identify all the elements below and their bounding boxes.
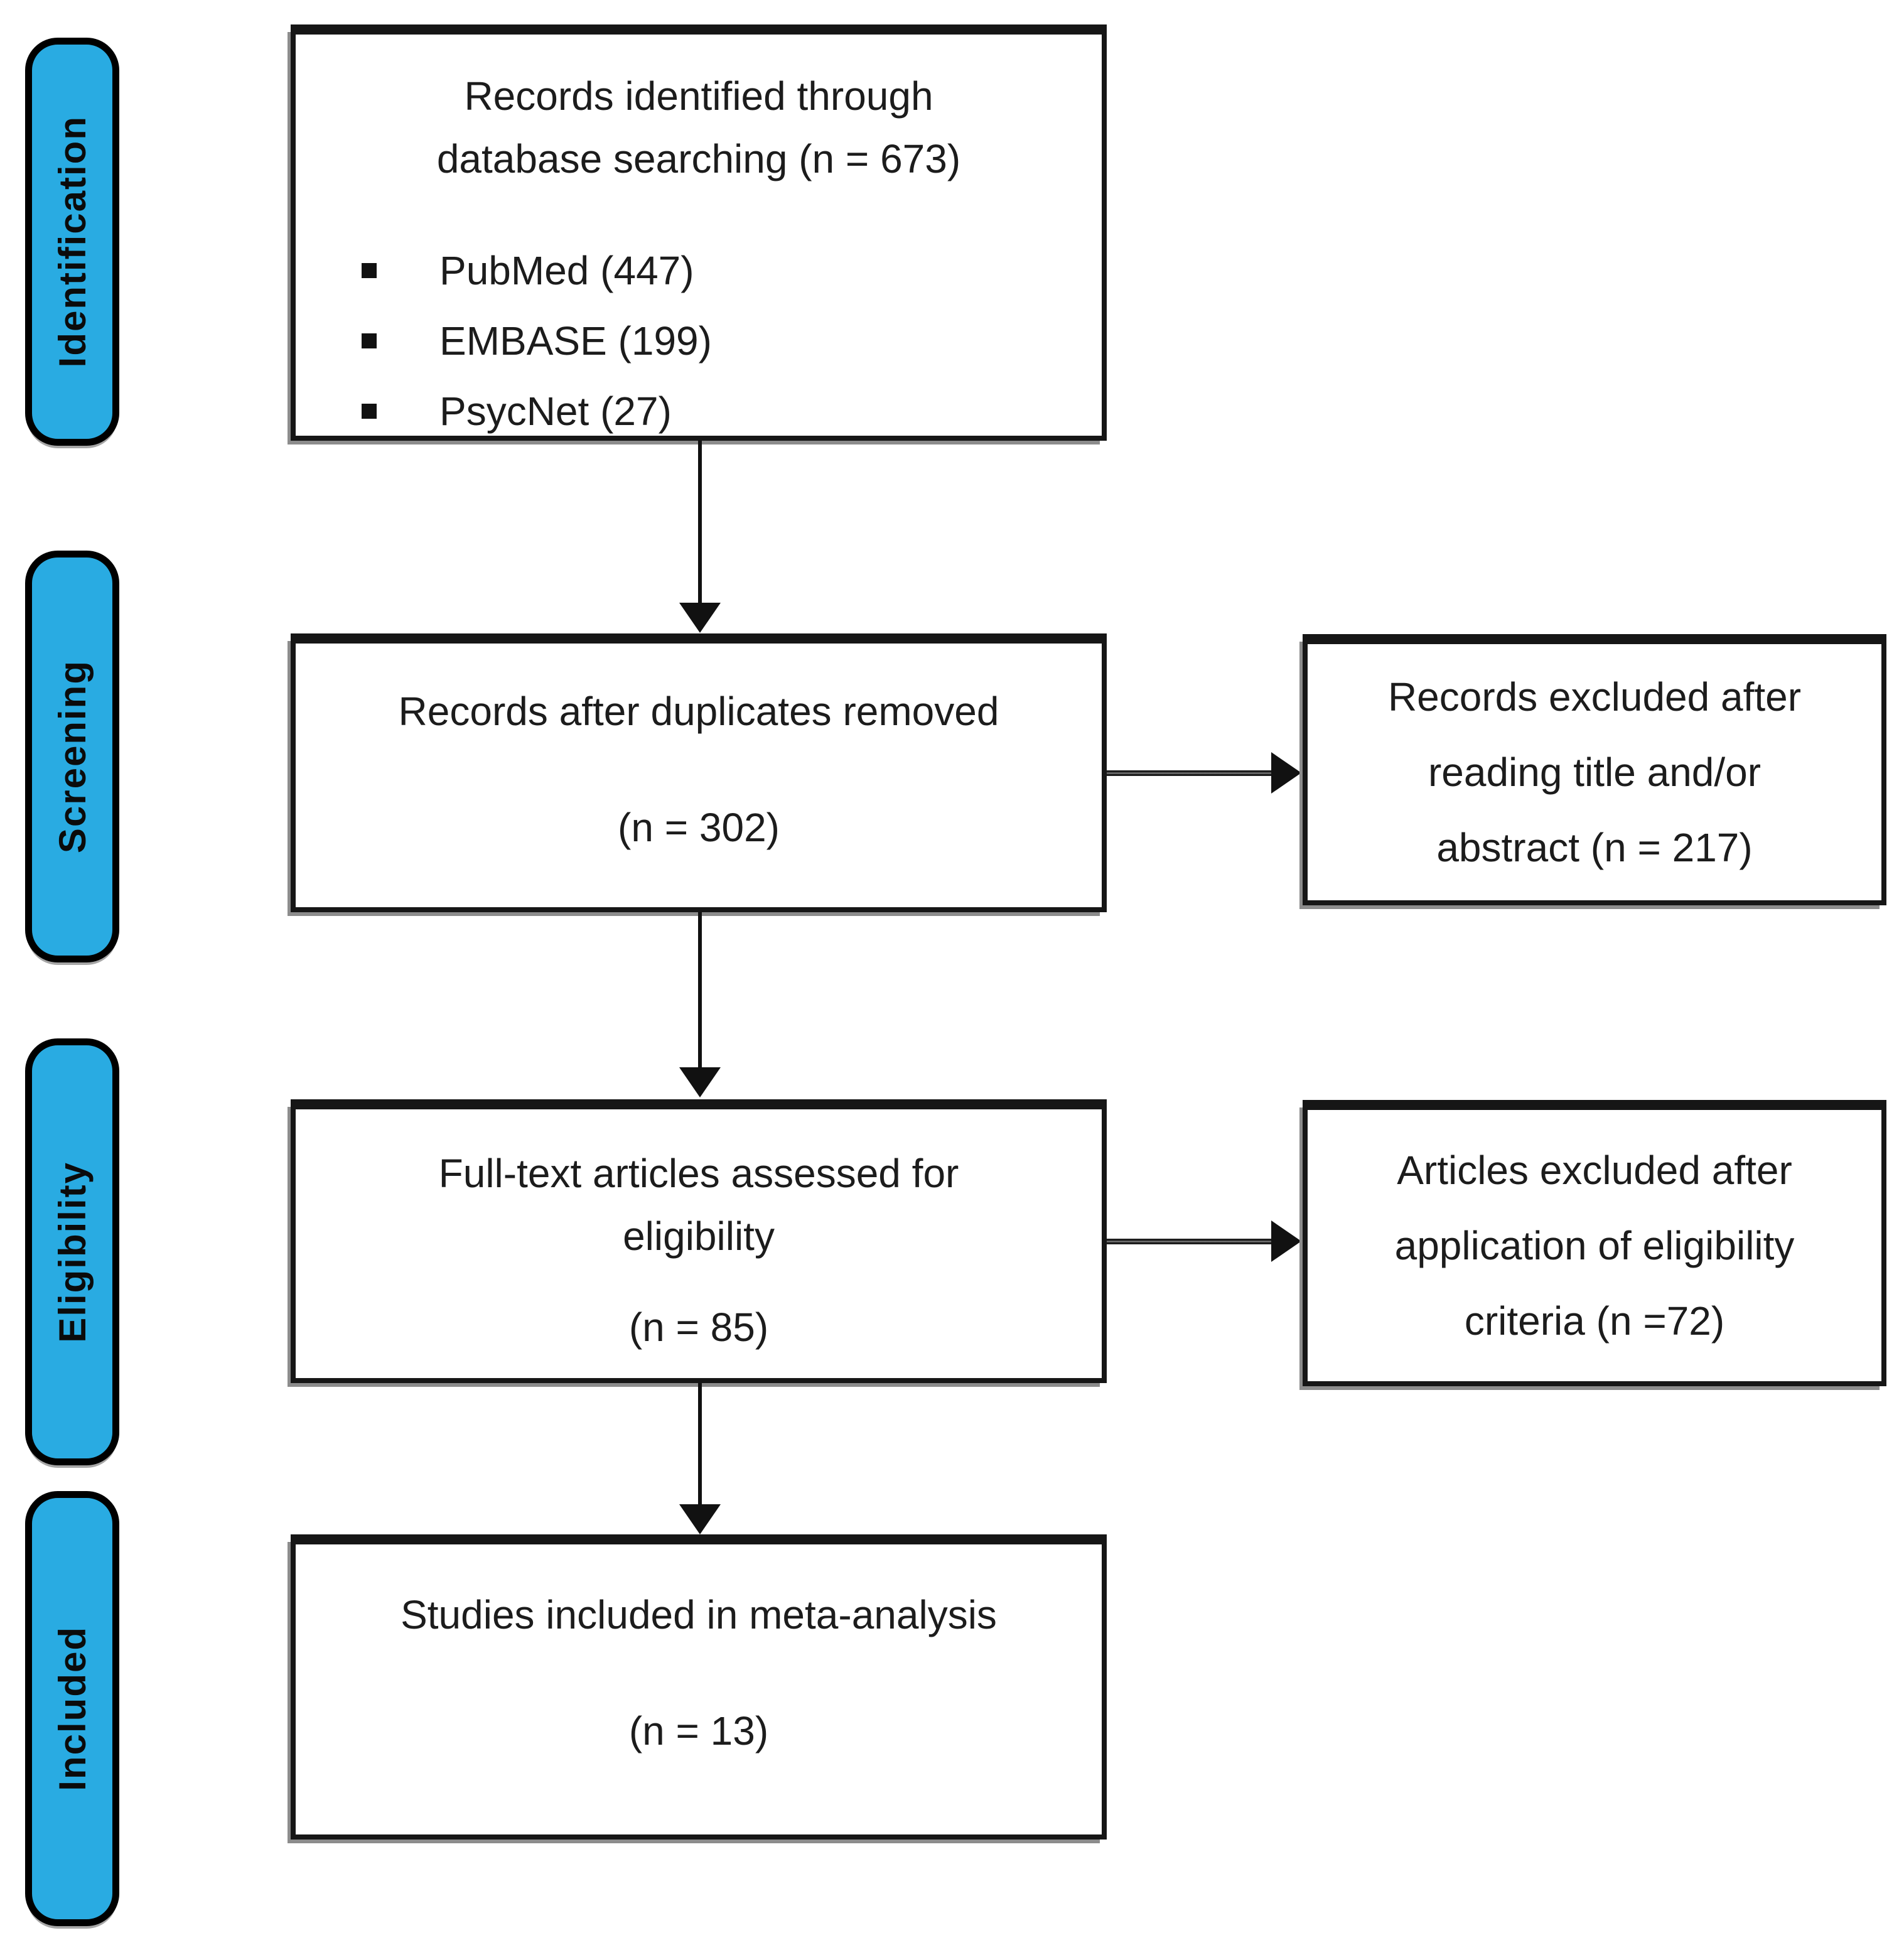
box-text-line: (n = 302)	[618, 805, 780, 850]
database-list-item-label: PubMed (447)	[439, 248, 694, 293]
arrow-down-icon	[679, 603, 721, 633]
box-text-line: application of eligibility	[1394, 1223, 1795, 1268]
arrow-down-icon	[679, 1067, 721, 1097]
box-text-line: abstract (n = 217)	[1436, 825, 1753, 870]
arrow-line	[698, 441, 702, 603]
box-text-line: Records after duplicates removed	[398, 689, 999, 734]
box-text-line: Studies included in meta-analysis	[401, 1592, 997, 1637]
box-text-line: database searching (n = 673)	[436, 136, 961, 181]
box-text-line: eligibility	[623, 1214, 775, 1259]
box-text-line: (n = 13)	[628, 1708, 769, 1753]
database-list-item: EMBASE (199)	[355, 306, 1102, 376]
box-records-excluded: Records excluded after reading title and…	[1303, 634, 1886, 905]
arrow-right-icon	[1271, 1220, 1301, 1262]
arrow-down-icon	[679, 1504, 721, 1534]
box-fulltext-assessed: Full-text articles assessed for eligibil…	[291, 1099, 1107, 1383]
box-duplicates-removed: Records after duplicates removed (n = 30…	[291, 633, 1107, 912]
stage-label-included: Included	[25, 1491, 119, 1926]
box-articles-excluded: Articles excluded after application of e…	[1303, 1100, 1886, 1386]
bullet-square-icon	[362, 333, 377, 348]
stage-label-text: Identification	[51, 116, 94, 368]
stage-label-text: Eligibility	[51, 1161, 94, 1343]
database-list-item-label: EMBASE (199)	[439, 318, 712, 364]
box-studies-included: Studies included in meta-analysis (n = 1…	[291, 1534, 1107, 1840]
arrow-line	[698, 912, 702, 1069]
arrow-right-icon	[1271, 752, 1301, 794]
stage-label-text: Included	[51, 1626, 94, 1791]
box-text-line: Records identified through	[464, 73, 933, 119]
box-text-line: criteria (n =72)	[1464, 1298, 1725, 1344]
stage-label-eligibility: Eligibility	[25, 1038, 119, 1465]
database-list-item: PsycNet (27)	[355, 376, 1102, 446]
stage-label-identification: Identification	[25, 38, 119, 446]
arrow-line	[1107, 1239, 1271, 1244]
bullet-square-icon	[362, 404, 377, 419]
database-list: PubMed (447) EMBASE (199) PsycNet (27)	[355, 235, 1102, 446]
box-records-identified: Records identified through database sear…	[291, 24, 1107, 441]
stage-label-text: Screening	[51, 659, 94, 854]
arrow-line	[1107, 770, 1271, 776]
box-text-line: reading title and/or	[1428, 750, 1761, 795]
database-list-item: PubMed (447)	[355, 235, 1102, 306]
box-text-line: Articles excluded after	[1397, 1148, 1792, 1193]
box-text-line: Full-text articles assessed for	[438, 1151, 959, 1196]
box-text-line: (n = 85)	[628, 1305, 769, 1350]
database-list-item-label: PsycNet (27)	[439, 389, 672, 434]
arrow-line	[698, 1383, 702, 1506]
stage-label-screening: Screening	[25, 551, 119, 962]
bullet-square-icon	[362, 263, 377, 278]
box-text-line: Records excluded after	[1387, 674, 1802, 719]
